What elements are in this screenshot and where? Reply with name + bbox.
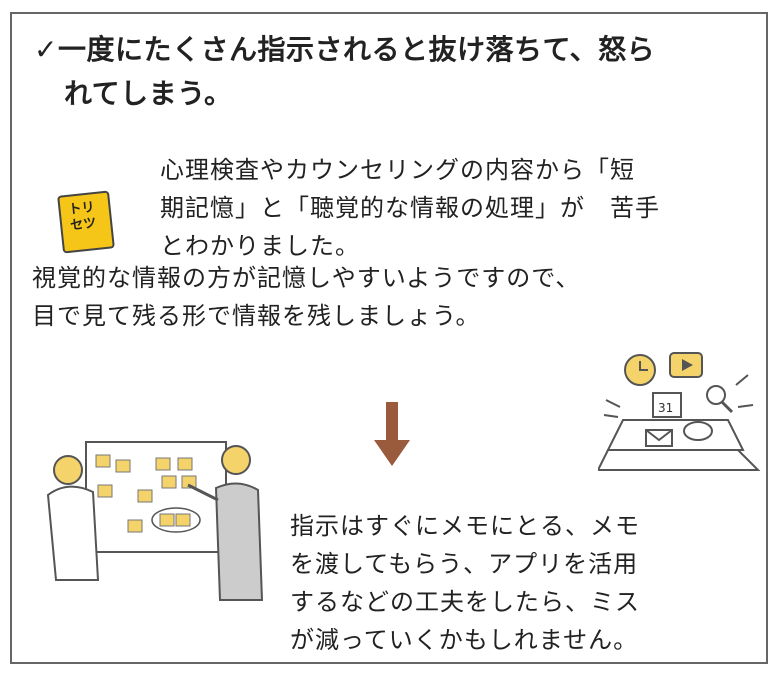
- calendar-date: 31: [658, 401, 673, 415]
- heading-text: 一度にたくさん指示されると抜け落ちて、怒ら: [57, 33, 656, 66]
- explanation-line: 期記憶」と「聴覚的な情報の処理」が 苦手: [160, 194, 660, 222]
- explanation-line: 心理検査やカウンセリングの内容から「短: [160, 156, 635, 184]
- advice-line: を渡してもらう、アプリを活用: [290, 550, 639, 578]
- devices-illustration: 31: [598, 352, 761, 471]
- content-frame: [10, 12, 768, 664]
- heading-line-2: れてしまう。: [64, 77, 233, 110]
- advice-line: 指示はすぐにメモにとる、メモ: [290, 512, 640, 540]
- advice-line: するなどの工夫をしたら、ミス: [290, 588, 640, 616]
- explanation-line: 視覚的な情報の方が記憶しやすいようですので、: [32, 264, 581, 292]
- advice-line: が減っていくかもしれません。: [290, 626, 639, 654]
- explanation-line: とわかりました。: [160, 232, 360, 260]
- check-icon: ✓: [34, 33, 58, 66]
- explanation-line: 目で見て残る形で情報を残しましょう。: [32, 302, 481, 330]
- torisetsu-book-icon: トリ セツ: [57, 190, 115, 254]
- arrow-down-icon: [374, 402, 410, 466]
- people-whiteboard-illustration: [46, 441, 264, 601]
- badge-text-bottom: セツ: [69, 215, 98, 234]
- heading-line-1: ✓一度にたくさん指示されると抜け落ちて、怒ら: [34, 28, 655, 68]
